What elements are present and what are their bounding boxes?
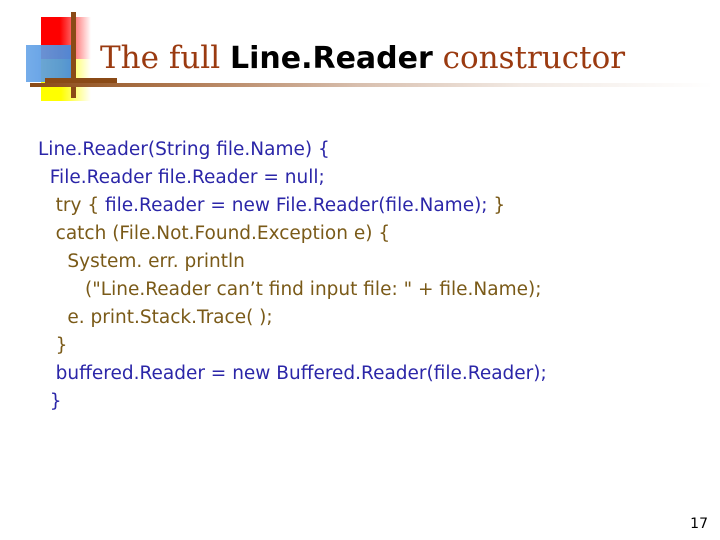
code-segment: System. err. println	[67, 251, 245, 272]
code-segment: file.Reader = new File.Reader(file.Name)…	[105, 195, 494, 216]
page-title-part-1: The full	[100, 40, 230, 76]
code-line: ("Line.Reader can’t find input file: " +…	[38, 276, 698, 304]
code-segment: }	[493, 195, 506, 216]
code-segment: buffered.Reader = new Buffered.Reader(fi…	[55, 363, 547, 384]
title-divider	[30, 83, 714, 87]
code-segment: File.Reader file.Reader = null;	[49, 167, 325, 188]
horizontal-bar-icon	[45, 78, 117, 83]
code-line: }	[38, 388, 698, 416]
vertical-bar-icon	[71, 12, 76, 98]
code-segment: Line.Reader(String file.Name) {	[38, 139, 330, 160]
code-line: }	[38, 332, 698, 360]
code-line: e. print.Stack.Trace( );	[38, 304, 698, 332]
blue-square-icon	[26, 45, 75, 82]
code-indent	[38, 251, 67, 272]
code-indent	[38, 223, 56, 244]
code-segment: }	[49, 391, 62, 412]
code-line: catch (File.Not.Found.Exception e) {	[38, 220, 698, 248]
code-indent	[38, 195, 56, 216]
page-number: 17	[690, 516, 708, 532]
code-block: Line.Reader(String file.Name) { File.Rea…	[38, 136, 698, 416]
code-line: buffered.Reader = new Buffered.Reader(fi…	[38, 360, 698, 388]
code-indent	[38, 363, 56, 384]
code-indent	[38, 307, 67, 328]
page-title-part-3: constructor	[432, 40, 626, 76]
code-segment: try {	[55, 195, 105, 216]
code-line: System. err. println	[38, 248, 698, 276]
code-indent	[38, 335, 56, 356]
code-segment: ("Line.Reader can’t find input file: " +…	[85, 279, 542, 300]
code-segment: }	[55, 335, 68, 356]
code-indent	[38, 167, 50, 188]
code-segment: catch (File.Not.Found.Exception e) {	[55, 223, 391, 244]
code-line: File.Reader file.Reader = null;	[38, 164, 698, 192]
code-line: Line.Reader(String file.Name) {	[38, 136, 698, 164]
page-title: The full Line.Reader constructor	[100, 36, 700, 80]
code-segment: e. print.Stack.Trace( );	[67, 307, 273, 328]
code-line: try { file.Reader = new File.Reader(file…	[38, 192, 698, 220]
page-title-part-2: Line.Reader	[229, 41, 433, 76]
code-indent	[38, 279, 85, 300]
code-indent	[38, 391, 50, 412]
decorative-logo-mark	[26, 12, 117, 101]
